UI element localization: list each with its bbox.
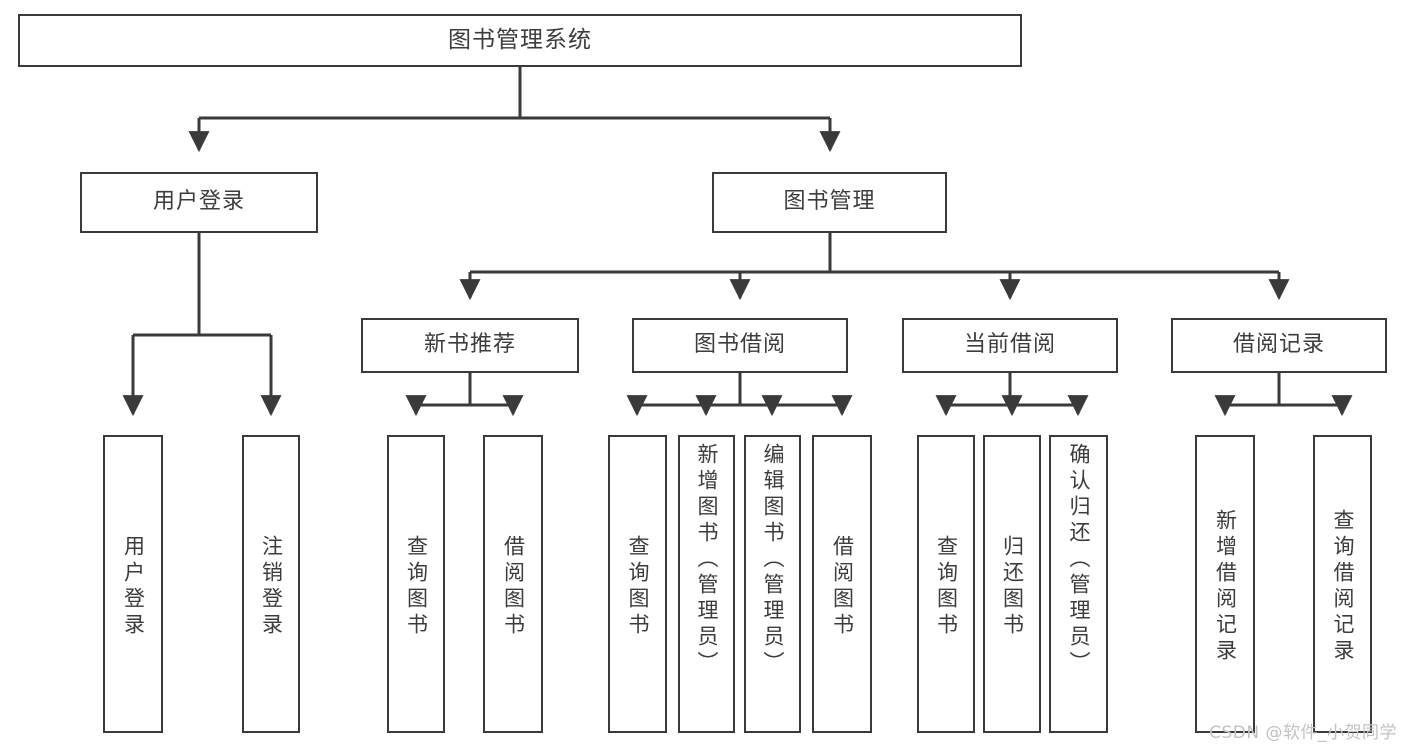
node-borrow-record[interactable]: 借阅记录 [1171,318,1387,373]
node-root[interactable]: 图书管理系统 [18,14,1022,67]
node-book-manage-label: 图书管理 [783,189,876,215]
node-leaf-edit-book-admin-label: 编辑图书（管理员） [761,443,785,677]
node-leaf-borrow-book-2[interactable]: 借阅图书 [812,435,872,733]
node-user-login[interactable]: 用户登录 [80,172,318,233]
node-current-borrow[interactable]: 当前借阅 [902,318,1118,373]
node-leaf-confirm-return-admin[interactable]: 确认归还（管理员） [1049,435,1108,733]
node-current-borrow-label: 当前借阅 [963,332,1056,358]
node-book-manage[interactable]: 图书管理 [712,172,947,233]
node-leaf-user-login-label: 用户登录 [121,535,146,639]
node-leaf-query-book-1-label: 查询图书 [404,535,429,639]
node-leaf-borrow-book-1[interactable]: 借阅图书 [483,435,543,733]
node-leaf-edit-book-admin[interactable]: 编辑图书（管理员） [744,435,801,733]
node-new-book-rec[interactable]: 新书推荐 [361,318,579,373]
node-book-borrow[interactable]: 图书借阅 [632,318,848,373]
node-leaf-return-book-label: 归还图书 [1000,535,1025,639]
node-leaf-query-record[interactable]: 查询借阅记录 [1313,435,1372,733]
node-leaf-add-book-admin-label: 新增图书（管理员） [695,443,719,677]
node-borrow-record-label: 借阅记录 [1232,332,1325,358]
node-leaf-borrow-book-2-label: 借阅图书 [830,535,855,639]
node-leaf-add-record-label: 新增借阅记录 [1213,509,1238,665]
node-leaf-add-record[interactable]: 新增借阅记录 [1195,435,1255,733]
node-leaf-confirm-return-admin-label: 确认归还（管理员） [1067,443,1091,677]
node-leaf-query-book-1[interactable]: 查询图书 [387,435,445,733]
node-root-label: 图书管理系统 [448,26,592,53]
node-leaf-query-book-3-label: 查询图书 [934,535,959,639]
node-new-book-rec-label: 新书推荐 [423,332,516,358]
node-leaf-query-book-2[interactable]: 查询图书 [608,435,667,733]
node-leaf-logout-label: 注销登录 [259,535,284,639]
node-leaf-query-record-label: 查询借阅记录 [1331,509,1355,665]
node-leaf-query-book-3[interactable]: 查询图书 [917,435,975,733]
node-book-borrow-label: 图书借阅 [693,332,786,358]
node-user-login-label: 用户登录 [152,189,245,215]
csdn-watermark: CSDN @软件_小贺同学 [1209,723,1397,743]
node-leaf-borrow-book-1-label: 借阅图书 [501,535,526,639]
node-leaf-query-book-2-label: 查询图书 [626,535,650,639]
node-leaf-return-book[interactable]: 归还图书 [983,435,1041,733]
node-leaf-logout[interactable]: 注销登录 [242,435,300,733]
node-leaf-user-login[interactable]: 用户登录 [103,435,163,733]
node-leaf-add-book-admin[interactable]: 新增图书（管理员） [678,435,735,733]
